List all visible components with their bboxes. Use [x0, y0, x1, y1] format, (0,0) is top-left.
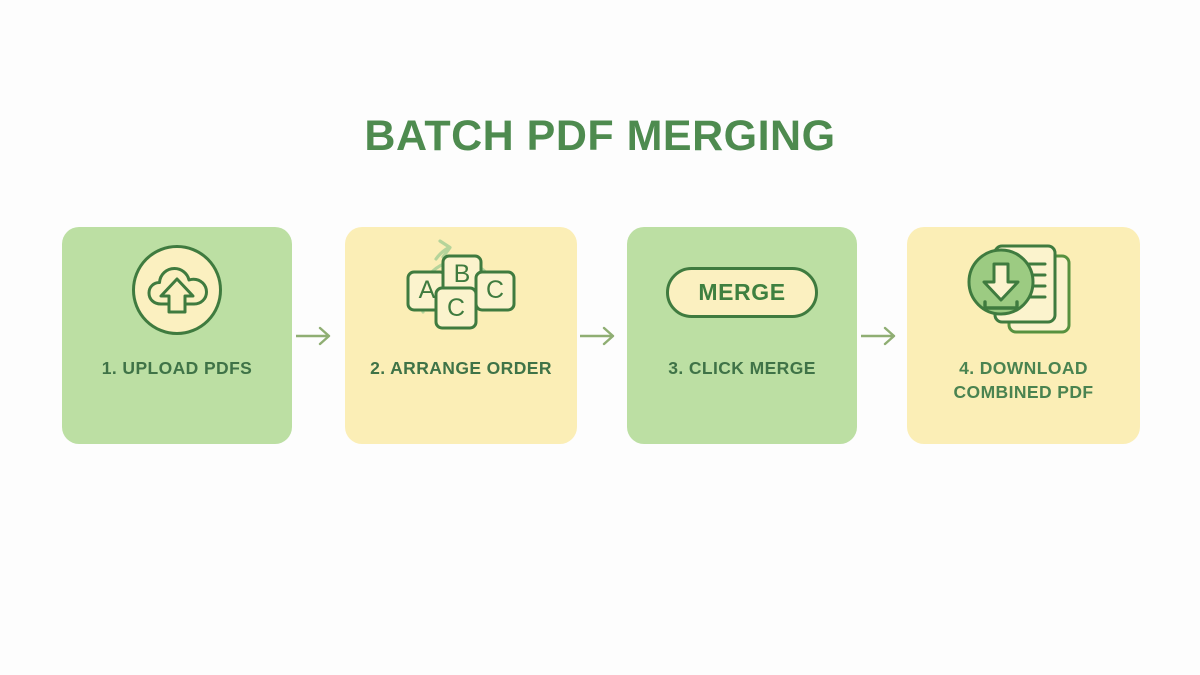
- step-3-icon-slot: MERGE: [627, 227, 857, 357]
- step-card-arrange-order[interactable]: A B C C 2. ARRANGE ORDER: [345, 227, 577, 444]
- process-flow: 1. UPLOAD PDFS A B: [62, 227, 1142, 444]
- step-2-label: 2. ARRANGE ORDER: [370, 358, 552, 378]
- arrange-tiles-icon: A B C C: [396, 234, 526, 351]
- step-2-icon-slot: A B C C: [345, 227, 577, 357]
- page-title: BATCH PDF MERGING: [364, 112, 836, 160]
- step-1-icon-slot: [62, 227, 292, 357]
- tile-letter-c2: C: [486, 276, 504, 304]
- download-documents-icon: [961, 234, 1087, 351]
- tile-letter-b: B: [454, 260, 471, 288]
- step-3-label: 3. CLICK MERGE: [668, 358, 816, 378]
- step-4-label: 4. DOWNLOAD COMBINED PDF: [953, 358, 1094, 402]
- step-1-label: 1. UPLOAD PDFS: [101, 358, 253, 378]
- merge-button[interactable]: MERGE: [666, 266, 818, 318]
- step-card-upload-pdfs[interactable]: 1. UPLOAD PDFS: [62, 227, 292, 444]
- cloud-upload-icon: [131, 244, 223, 341]
- step-card-download-combined-pdf[interactable]: 4. DOWNLOAD COMBINED PDF: [907, 227, 1140, 444]
- tile-letter-a: A: [419, 276, 436, 304]
- arrow-step-2-to-3: [578, 326, 620, 346]
- step-card-click-merge[interactable]: MERGE 3. CLICK MERGE: [627, 227, 857, 444]
- arrow-step-3-to-4: [859, 326, 901, 346]
- arrow-step-1-to-2: [294, 326, 336, 346]
- step-4-icon-slot: [907, 227, 1140, 357]
- tile-letter-c1: C: [447, 294, 465, 322]
